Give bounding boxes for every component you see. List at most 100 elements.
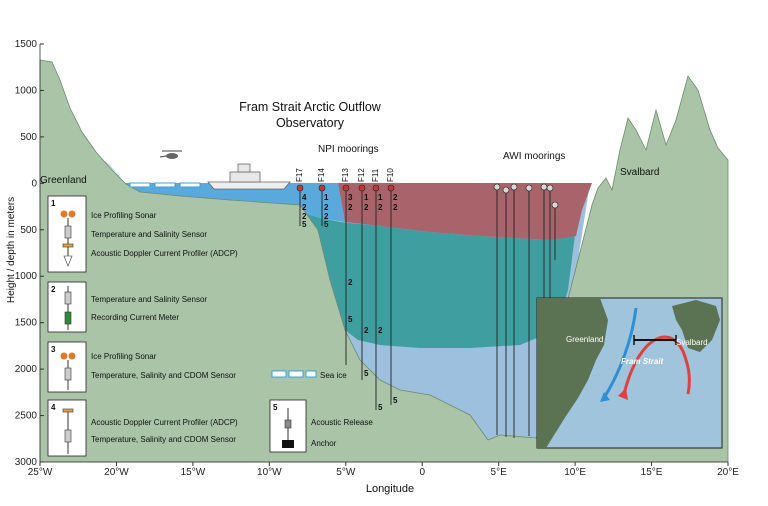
legend-3-number: 3	[51, 345, 56, 354]
x-tick-labels: 25°W 20°W 15°W 10°W 5°W 0 5°E 10°E 15°E 20°E	[28, 462, 739, 478]
helicopter	[159, 150, 182, 159]
svg-text:2: 2	[378, 203, 383, 212]
svg-text:4: 4	[302, 193, 307, 202]
atlantic-water	[338, 183, 592, 240]
sea-ice-legend: Sea ice	[271, 370, 347, 380]
svg-text:2: 2	[348, 278, 353, 287]
x-tick-label: 5°E	[491, 467, 508, 478]
research-ship	[207, 163, 291, 190]
npi-mooring-name: F11	[371, 168, 380, 182]
legend-box-5: 5 Acoustic Release Anchor	[269, 399, 373, 453]
awi-mooring-heads	[493, 183, 559, 209]
legend-2-item-2: Recording Current Meter	[91, 313, 179, 322]
svg-text:1: 1	[364, 193, 369, 202]
y-axis-label: Height / depth in meters	[6, 197, 17, 303]
legend-1-number: 1	[51, 199, 56, 208]
svg-text:1: 1	[378, 193, 383, 202]
legend-1-item-2: Temperature and Salinity Sensor	[91, 230, 207, 239]
svg-text:2: 2	[364, 326, 369, 335]
inset-svalbard-label: Svalbard	[676, 338, 708, 347]
inset-svalbard	[672, 300, 720, 352]
legend-2-item-1: Temperature and Salinity Sensor	[91, 295, 207, 304]
legend-box-2: 2 Temperature and Salinity Sensor Record…	[47, 281, 207, 333]
y-tick-label: 2000	[15, 364, 38, 375]
axes	[39, 44, 728, 463]
inset-map: Greenland Svalbard Fram Strait	[536, 297, 723, 449]
svg-text:1: 1	[324, 193, 329, 202]
svg-text:5: 5	[364, 369, 369, 378]
y-tick-label: 0	[31, 178, 37, 189]
svg-text:2: 2	[324, 203, 329, 212]
legend-5-item-1: Acoustic Release	[311, 418, 373, 427]
x-tick-label: 15°E	[641, 467, 663, 478]
y-tick-label: 3000	[15, 457, 38, 468]
x-tick-label: 25°W	[28, 467, 53, 478]
x-tick-label: 0	[419, 467, 425, 478]
greenland-label: Greenland	[40, 175, 87, 186]
svalbard-label: Svalbard	[620, 167, 659, 178]
awi-moorings-label: AWI moorings	[503, 151, 565, 162]
legend-1-item-1: Ice Profiling Sonar	[91, 211, 157, 220]
legend-4-number: 4	[51, 403, 56, 412]
npi-moorings-label: NPI moorings	[318, 144, 379, 155]
x-axis-label: Longitude	[366, 483, 414, 495]
svg-text:2: 2	[364, 203, 369, 212]
y-tick-labels: 1500 1000 500 0 500 1000 1500 2000 2500 3000	[15, 39, 44, 468]
legend-5-number: 5	[273, 403, 278, 412]
npi-mooring-names: F17 F14 F13 F12 F11 F10	[295, 168, 395, 182]
npi-mooring-heads	[296, 184, 395, 192]
svg-text:5: 5	[378, 403, 383, 412]
y-tick-label: 2500	[15, 411, 38, 422]
y-tick-label: 500	[20, 225, 37, 236]
svg-text:2: 2	[324, 212, 329, 221]
inset-greenland-label: Greenland	[566, 335, 603, 344]
x-tick-label: 20°E	[717, 467, 739, 478]
npi-moorings	[299, 188, 392, 410]
svg-text:3: 3	[348, 193, 353, 202]
npi-mooring-name: F12	[357, 168, 366, 182]
svg-text:2: 2	[393, 203, 398, 212]
npi-mooring-name: F17	[295, 168, 304, 182]
legend-box-4: 4 Acoustic Doppler Current Profiler (ADC…	[47, 399, 238, 457]
y-tick-label: 500	[20, 132, 37, 143]
inset-greenland	[537, 298, 608, 448]
svg-text:2: 2	[348, 203, 353, 212]
legend-2-number: 2	[51, 285, 56, 294]
sea-ice-strip	[129, 182, 201, 188]
y-tick-label: 1500	[15, 318, 38, 329]
npi-instrument-labels: 4 2 2 5 1 2 2 5 3 2 2 5 1 2 2 5 1 2 2 5 …	[302, 193, 398, 412]
svg-text:2: 2	[302, 203, 307, 212]
svg-text:2: 2	[393, 193, 398, 202]
legend-box-1: 1 Ice Profiling Sonar Temperature and Sa…	[47, 195, 238, 273]
svg-text:5: 5	[348, 315, 353, 324]
legend-1-item-3: Acoustic Doppler Current Profiler (ADCP)	[91, 249, 238, 258]
npi-mooring-name: F14	[317, 168, 326, 182]
polar-water	[110, 183, 345, 222]
x-tick-label: 20°W	[104, 467, 129, 478]
x-tick-label: 10°W	[257, 467, 282, 478]
legend-3-item-2: Temperature, Salinity and CDOM Sensor	[91, 371, 236, 380]
legend-4-item-1: Acoustic Doppler Current Profiler (ADCP)	[91, 418, 238, 427]
npi-mooring-name: F13	[341, 168, 350, 182]
legend-4-item-2: Temperature, Salinity and CDOM Sensor	[91, 435, 236, 444]
inset-fram-strait-label: Fram Strait	[621, 357, 664, 366]
legend-5-item-2: Anchor	[311, 439, 337, 448]
svg-text:5: 5	[302, 220, 307, 229]
x-tick-label: 10°E	[564, 467, 586, 478]
npi-mooring-name: F10	[386, 168, 395, 182]
y-tick-label: 1000	[15, 271, 38, 282]
svg-text:2: 2	[302, 212, 307, 221]
svg-text:2: 2	[378, 326, 383, 335]
y-tick-label: 1500	[15, 39, 38, 50]
legend-3-item-1: Ice Profiling Sonar	[91, 352, 157, 361]
legend-box-3: 3 Ice Profiling Sonar Temperature, Salin…	[47, 341, 236, 393]
svg-text:5: 5	[393, 396, 398, 405]
y-tick-label: 1000	[15, 85, 38, 96]
x-tick-label: 15°W	[181, 467, 206, 478]
title-line-2: Observatory	[276, 116, 345, 130]
sea-ice-label: Sea ice	[320, 371, 347, 380]
x-tick-label: 5°W	[336, 467, 356, 478]
svg-text:5: 5	[324, 220, 329, 229]
